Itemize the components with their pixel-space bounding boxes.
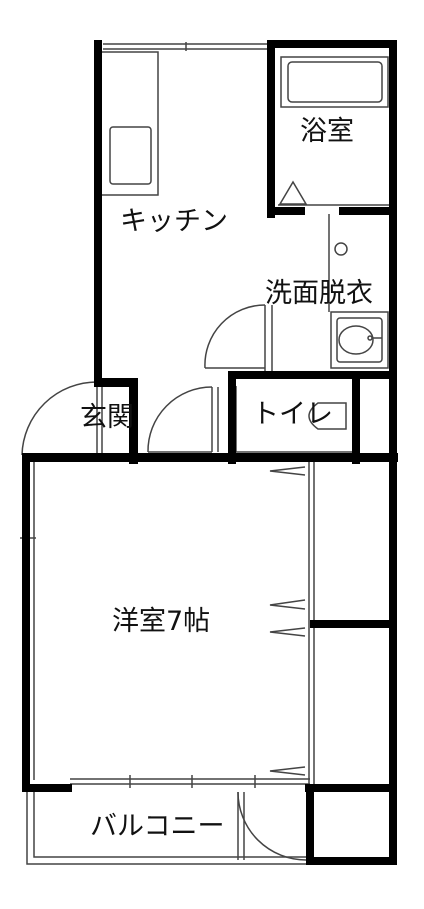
entrance-door bbox=[21, 381, 103, 456]
room-label-washroom: 洗面脱衣 bbox=[265, 278, 373, 309]
room-label-balcony: バルコニー bbox=[90, 811, 225, 842]
room-label-kitchen: キッチン bbox=[120, 206, 228, 237]
room-label-bath: 浴室 bbox=[300, 116, 354, 147]
kitchen-counter bbox=[101, 51, 159, 196]
balcony-window bbox=[70, 775, 310, 788]
room-label-western-room: 洋室7帖 bbox=[112, 606, 211, 637]
kitchen-window bbox=[103, 42, 268, 51]
washroom-door bbox=[204, 304, 273, 372]
walls bbox=[22, 40, 398, 865]
room-label-entrance: 玄関 bbox=[80, 402, 134, 433]
balcony-door bbox=[237, 791, 307, 861]
entrance-inner-door bbox=[147, 386, 219, 453]
room-label-toilet: トイレ bbox=[252, 399, 333, 430]
closet bbox=[269, 460, 315, 784]
balcony-outline bbox=[26, 790, 310, 865]
bath-door bbox=[278, 180, 392, 206]
bathtub bbox=[280, 56, 389, 108]
washroom-fixtures bbox=[328, 214, 389, 369]
